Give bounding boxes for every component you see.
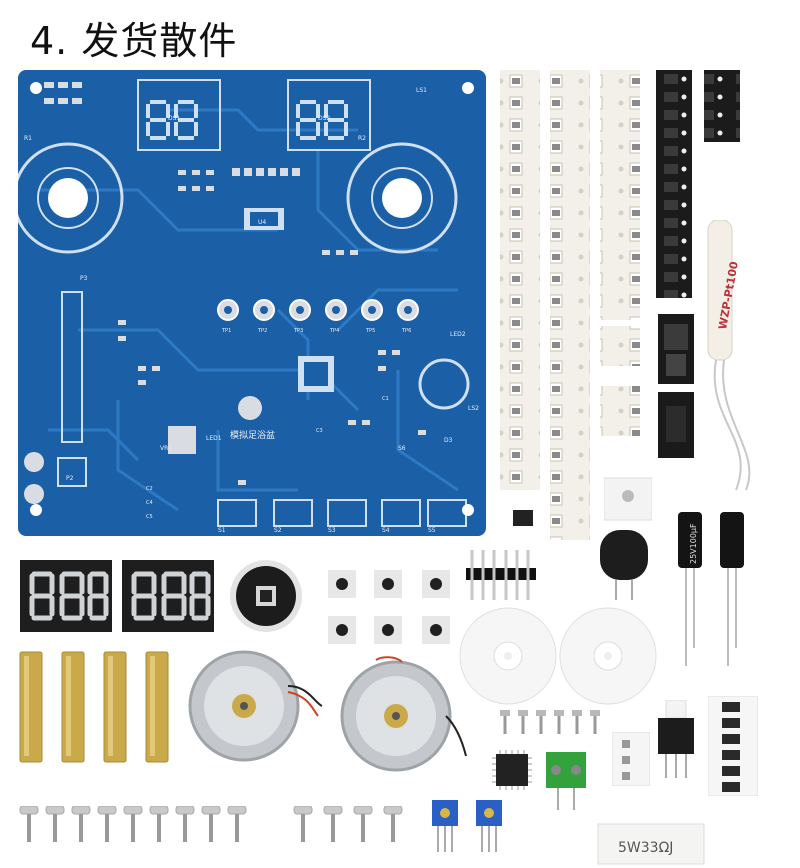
push-switch <box>658 700 694 778</box>
silk-s1: S1 <box>218 527 226 534</box>
silk-p3: P3 <box>80 275 88 282</box>
resistor-label: 5W33ΩJ <box>618 840 673 856</box>
regulator-chip <box>658 314 694 384</box>
metal-screws <box>293 806 403 842</box>
electrolytic-capacitors: 25V100μF <box>678 512 744 666</box>
white-connector <box>612 732 650 786</box>
silk-ls1: LS1 <box>416 87 427 94</box>
silk-ls2: LS2 <box>468 405 479 412</box>
silk-tp5: TP5 <box>365 328 375 334</box>
qfp-chip <box>492 750 532 790</box>
blue-trimmers <box>432 800 502 852</box>
pt100-sensor: WZP-Pt100 <box>707 220 751 491</box>
silk-c1: C1 <box>382 396 389 402</box>
silk-ds2: DS2 <box>318 115 330 122</box>
terminal-block <box>546 752 586 810</box>
silk-d3: D3 <box>444 437 453 444</box>
silk-led2: LED2 <box>450 331 466 338</box>
dc-motor-1 <box>188 650 323 762</box>
silk-vr1: VR1 <box>160 445 172 452</box>
dc-motor-2 <box>340 656 467 772</box>
buzzer <box>230 560 302 632</box>
silk-p2: P2 <box>66 475 74 482</box>
small-screws <box>500 710 600 734</box>
black-component-strips <box>656 70 740 298</box>
smd-resistor-strips <box>500 70 640 540</box>
tactile-buttons <box>328 570 450 644</box>
silk-s4: S4 <box>382 527 390 534</box>
silk-tp3: TP3 <box>293 328 303 334</box>
nylon-screws <box>19 806 247 842</box>
gears <box>459 607 657 705</box>
active-buzzer <box>600 530 648 600</box>
ic-strip <box>708 696 758 796</box>
cement-resistor: 5W33ΩJ <box>597 823 705 865</box>
silk-s3: S3 <box>328 527 336 534</box>
silk-tp1: TP1 <box>221 328 231 334</box>
silk-s6: S6 <box>398 445 406 452</box>
silk-c3: C3 <box>316 428 323 434</box>
pcb-board: 模拟足浴盆 DS1 DS2 LS1 R1 R2 U4 VR1 LED1 LED2… <box>18 70 486 536</box>
brass-standoffs <box>19 651 169 763</box>
silk-led1: LED1 <box>206 435 222 442</box>
silk-c5: C5 <box>146 514 153 520</box>
capacitor-label: 25V100μF <box>689 523 698 564</box>
trimmer-pot <box>604 477 652 521</box>
silk-s2: S2 <box>274 527 282 534</box>
page-title: 4. 发货散件 <box>30 19 238 63</box>
silk-tp6: TP6 <box>401 328 411 334</box>
silk-c4: C4 <box>146 500 153 506</box>
silk-r1: R1 <box>24 135 32 142</box>
seven-segment-display-1 <box>20 560 112 632</box>
silk-tp2: TP2 <box>257 328 267 334</box>
silk-r2: R2 <box>358 135 366 142</box>
pcb-silk-label: 模拟足浴盆 <box>230 429 275 441</box>
soic-chip <box>658 392 694 458</box>
silk-ds1: DS1 <box>168 115 180 122</box>
silk-u4: U4 <box>258 219 266 226</box>
silk-tp4: TP4 <box>329 328 339 334</box>
seven-segment-display-2 <box>122 560 214 632</box>
silk-s5: S5 <box>428 527 436 534</box>
small-soic <box>513 510 533 526</box>
silk-c2: C2 <box>146 486 153 492</box>
pin-header <box>466 550 536 600</box>
